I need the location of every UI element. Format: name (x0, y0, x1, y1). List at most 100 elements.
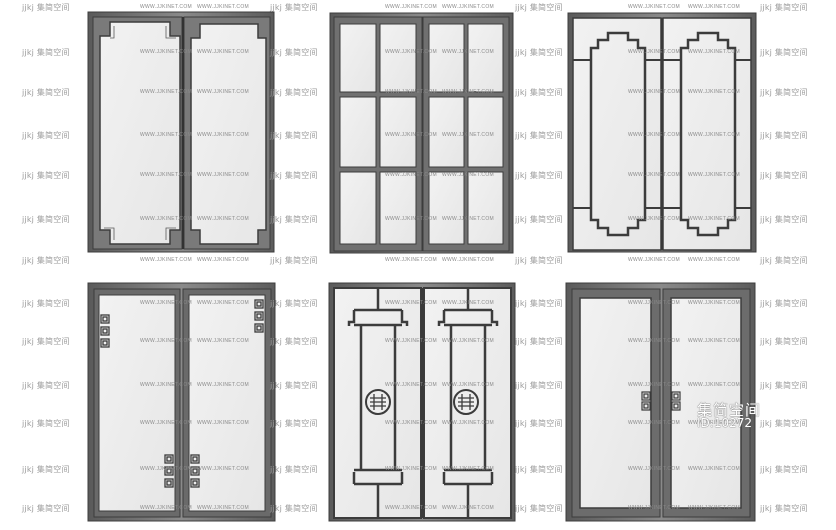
watermark-site: WWW.JJKINET.COM (385, 505, 437, 511)
brand-id-label: ID:10272 (697, 416, 752, 430)
watermark-site: WWW.JJKINET.COM (197, 466, 249, 472)
door-2 (329, 12, 514, 254)
watermark-site: WWW.JJKINET.COM (628, 132, 680, 138)
watermark-logo: jjkj 集简空间 (515, 299, 563, 308)
door-2-left-grid (339, 23, 417, 245)
watermark-site: WWW.JJKINET.COM (688, 89, 740, 95)
watermark-logo: jjkj 集简空间 (515, 337, 563, 346)
watermark-logo: jjkj 集简空间 (22, 215, 70, 224)
watermark-site: WWW.JJKINET.COM (140, 466, 192, 472)
watermark-logo: jjkj 集简空间 (22, 256, 70, 265)
brand-name: 集简空间 (697, 401, 762, 419)
watermark-site: WWW.JJKINET.COM (140, 216, 192, 222)
door-6 (565, 282, 756, 522)
watermark-site: WWW.JJKINET.COM (140, 89, 192, 95)
watermark-site: WWW.JJKINET.COM (442, 505, 494, 511)
watermark-site: WWW.JJKINET.COM (628, 257, 680, 263)
watermark-logo: jjkj 集简空间 (22, 337, 70, 346)
door-2-right-grid (428, 23, 504, 245)
watermark-logo: jjkj 集简空间 (270, 299, 318, 308)
watermark-site: WWW.JJKINET.COM (197, 4, 249, 10)
watermark-site: WWW.JJKINET.COM (385, 89, 437, 95)
watermark-logo: jjkj 集简空间 (515, 48, 563, 57)
door-4-fret-ornament-bottom (164, 454, 200, 488)
watermark-site: WWW.JJKINET.COM (385, 466, 437, 472)
door-4-left-glass (98, 294, 176, 512)
watermark-site: WWW.JJKINET.COM (442, 466, 494, 472)
watermark-site: WWW.JJKINET.COM (140, 382, 192, 388)
watermark-site: WWW.JJKINET.COM (197, 420, 249, 426)
watermark-site: WWW.JJKINET.COM (197, 89, 249, 95)
watermark-site: WWW.JJKINET.COM (442, 420, 494, 426)
watermark-logo: jjkj 集简空间 (22, 504, 70, 513)
watermark-logo: jjkj 集简空间 (760, 337, 808, 346)
watermark-site: WWW.JJKINET.COM (628, 89, 680, 95)
watermark-site: WWW.JJKINET.COM (385, 132, 437, 138)
watermark-site: WWW.JJKINET.COM (140, 49, 192, 55)
watermark-site: WWW.JJKINET.COM (140, 505, 192, 511)
watermark-site: WWW.JJKINET.COM (628, 338, 680, 344)
watermark-logo: jjkj 集简空间 (515, 381, 563, 390)
door-1-left-glass (99, 21, 181, 245)
watermark-site: WWW.JJKINET.COM (140, 132, 192, 138)
watermark-logo: jjkj 集简空间 (270, 419, 318, 428)
watermark-site: WWW.JJKINET.COM (197, 216, 249, 222)
watermark-site: WWW.JJKINET.COM (628, 172, 680, 178)
watermark-logo: jjkj 集简空间 (22, 465, 70, 474)
watermark-site: WWW.JJKINET.COM (140, 257, 192, 263)
watermark-site: WWW.JJKINET.COM (688, 466, 740, 472)
watermark-logo: jjkj 集简空间 (760, 171, 808, 180)
watermark-site: WWW.JJKINET.COM (688, 172, 740, 178)
watermark-logo: jjkj 集简空间 (270, 504, 318, 513)
watermark-site: WWW.JJKINET.COM (140, 4, 192, 10)
watermark-site: WWW.JJKINET.COM (628, 505, 680, 511)
watermark-logo: jjkj 集简空间 (22, 171, 70, 180)
watermark-site: WWW.JJKINET.COM (688, 505, 740, 511)
watermark-site: WWW.JJKINET.COM (688, 382, 740, 388)
watermark-site: WWW.JJKINET.COM (385, 49, 437, 55)
watermark-logo: jjkj 集简空间 (22, 381, 70, 390)
watermark-logo: jjkj 集简空间 (515, 465, 563, 474)
watermark-logo: jjkj 集简空间 (760, 419, 808, 428)
door-5 (328, 282, 516, 522)
watermark-site: WWW.JJKINET.COM (140, 420, 192, 426)
watermark-site: WWW.JJKINET.COM (688, 338, 740, 344)
watermark-site: WWW.JJKINET.COM (442, 172, 494, 178)
watermark-site: WWW.JJKINET.COM (197, 300, 249, 306)
door-5-left-ladder-frame (347, 288, 409, 518)
watermark-logo: jjkj 集简空间 (270, 215, 318, 224)
watermark-logo: jjkj 集简空间 (270, 256, 318, 265)
watermark-site: WWW.JJKINET.COM (197, 505, 249, 511)
watermark-logo: jjkj 集简空间 (270, 88, 318, 97)
watermark-logo: jjkj 集简空间 (515, 131, 563, 140)
watermark-logo: jjkj 集简空间 (515, 504, 563, 513)
watermark-logo: jjkj 集简空间 (22, 131, 70, 140)
watermark-site: WWW.JJKINET.COM (385, 338, 437, 344)
watermark-site: WWW.JJKINET.COM (140, 300, 192, 306)
watermark-site: WWW.JJKINET.COM (628, 382, 680, 388)
door-3 (567, 12, 757, 253)
watermark-site: WWW.JJKINET.COM (385, 4, 437, 10)
watermark-logo: jjkj 集简空间 (270, 465, 318, 474)
watermark-logo: jjkj 集简空间 (760, 465, 808, 474)
watermark-site: WWW.JJKINET.COM (442, 300, 494, 306)
door-6-right-glass (670, 297, 742, 509)
watermark-site: WWW.JJKINET.COM (688, 216, 740, 222)
watermark-site: WWW.JJKINET.COM (628, 49, 680, 55)
watermark-site: WWW.JJKINET.COM (442, 257, 494, 263)
watermark-logo: jjkj 集简空间 (760, 299, 808, 308)
watermark-logo: jjkj 集简空间 (270, 3, 318, 12)
watermark-site: WWW.JJKINET.COM (197, 49, 249, 55)
door-3-left-inner-frame (589, 31, 647, 237)
watermark-site: WWW.JJKINET.COM (385, 382, 437, 388)
watermark-logo: jjkj 集简空间 (760, 256, 808, 265)
watermark-site: WWW.JJKINET.COM (197, 257, 249, 263)
watermark-logo: jjkj 集简空间 (270, 131, 318, 140)
watermark-logo: jjkj 集简空间 (760, 215, 808, 224)
watermark-site: WWW.JJKINET.COM (197, 382, 249, 388)
door-5-left-medallion (365, 389, 391, 415)
watermark-logo: jjkj 集简空间 (270, 337, 318, 346)
watermark-site: WWW.JJKINET.COM (442, 4, 494, 10)
watermark-logo: jjkj 集简空间 (515, 215, 563, 224)
